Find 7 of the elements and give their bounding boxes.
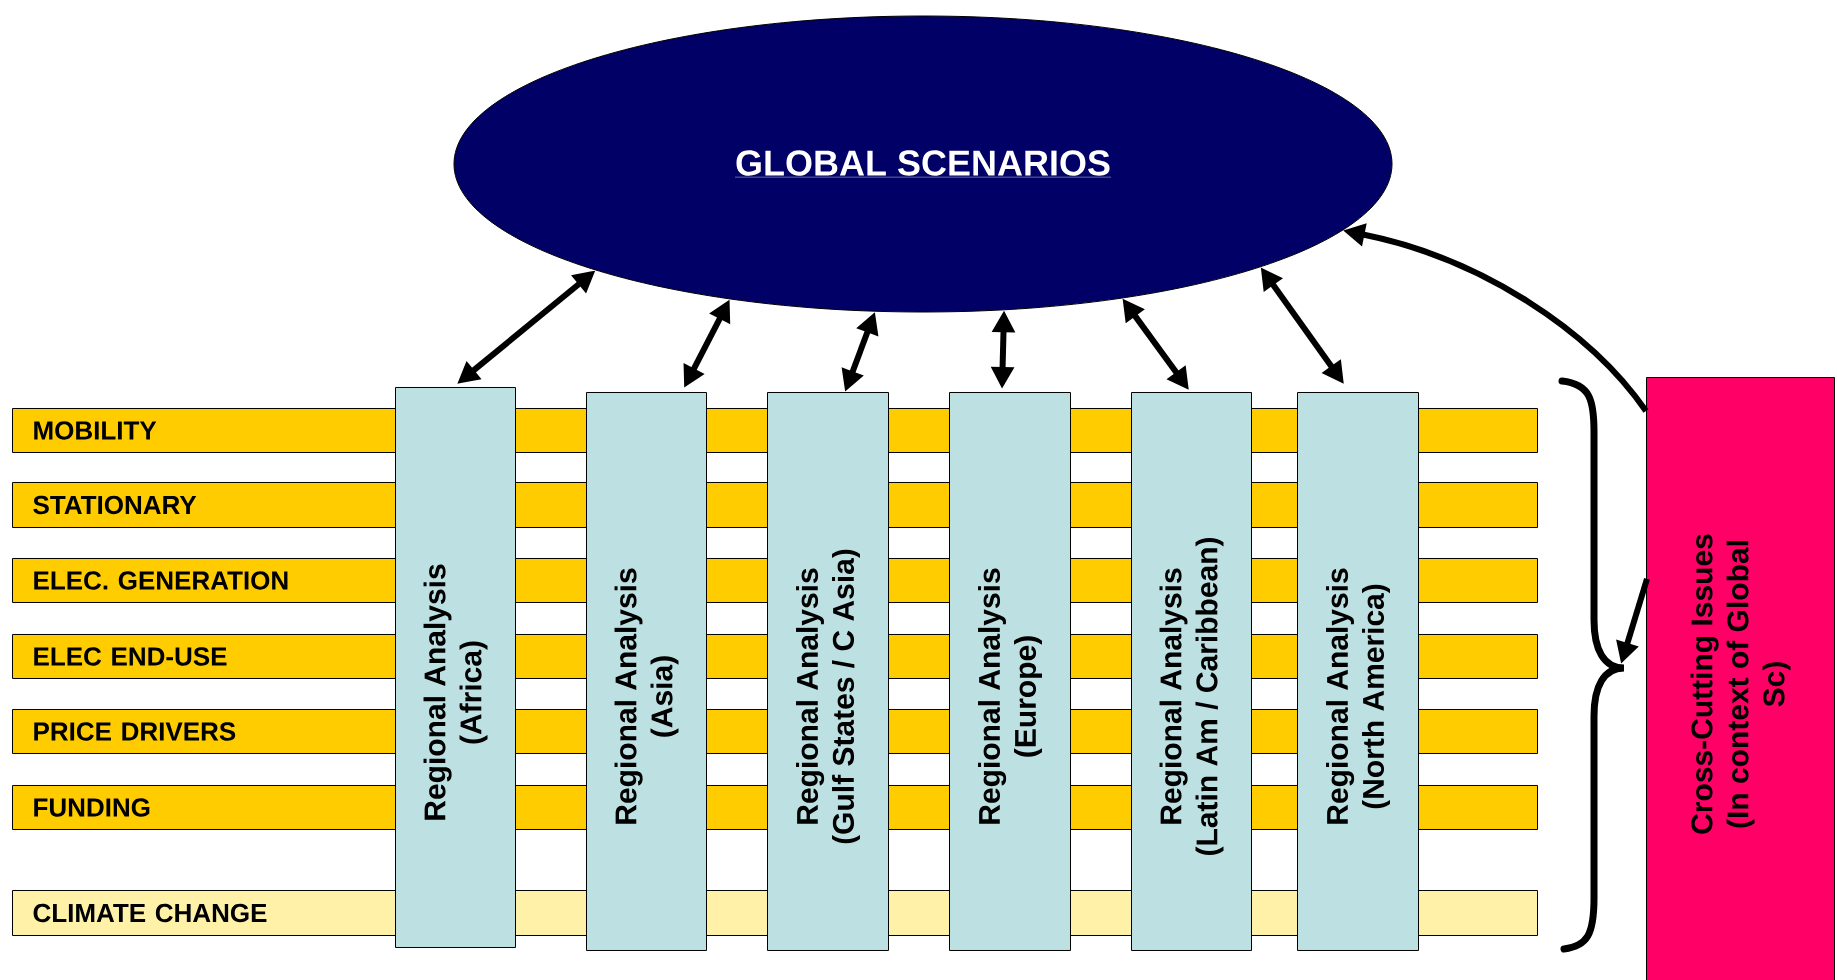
region-box: Regional Analysis (Asia) bbox=[586, 392, 707, 951]
region-box: Regional Analysis (Europe) bbox=[949, 392, 1071, 951]
region-box: Regional Analysis (Africa) bbox=[395, 387, 516, 948]
region-box: Regional Analysis (North America) bbox=[1297, 392, 1419, 951]
cross-cutting-box: Cross-Cutting Issues (In context of Global Sc) bbox=[1646, 377, 1835, 980]
region-box: Regional Analysis (Latin Am / Caribbean) bbox=[1131, 392, 1252, 951]
region-box: Regional Analysis (Gulf States / C Asia) bbox=[767, 392, 889, 951]
